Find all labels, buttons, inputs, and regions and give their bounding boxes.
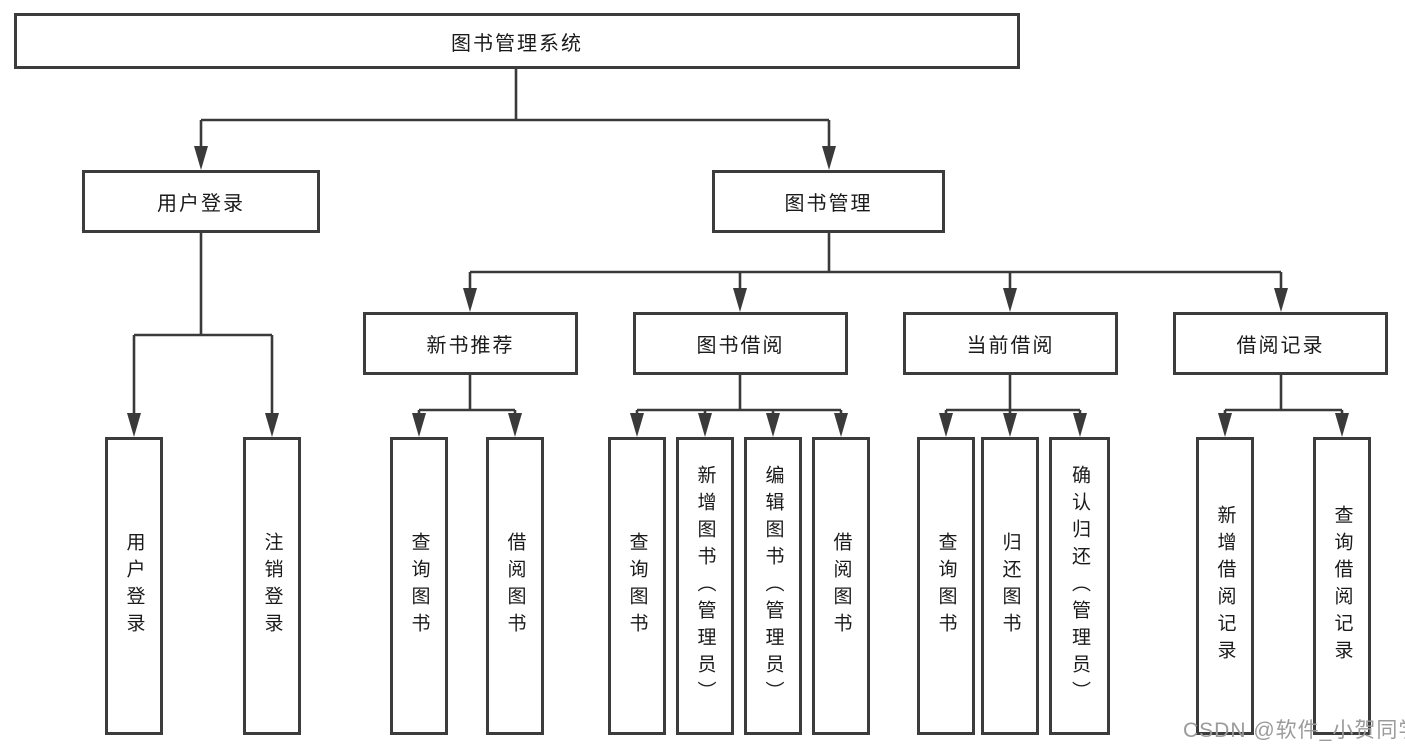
leaf-return-books: 归还图书: [981, 437, 1039, 735]
node-new-book-recommend: 新书推荐: [363, 312, 578, 375]
leaf-edit-books-admin: 编辑图书（管理员）: [744, 437, 802, 735]
leaf-user-login: 用户登录: [105, 437, 163, 735]
leaf-query-borrow-record: 查询借阅记录: [1313, 437, 1371, 735]
node-book-management: 图书管理: [712, 170, 945, 233]
node-borrow-records: 借阅记录: [1173, 312, 1388, 375]
node-user-login: 用户登录: [82, 170, 320, 233]
leaf-query-books-current: 查询图书: [917, 437, 975, 735]
leaf-borrow-books: 借阅图书: [812, 437, 870, 735]
leaf-logout: 注销登录: [243, 437, 301, 735]
csdn-watermark: CSDN @软件_小贺同学: [1183, 719, 1405, 742]
node-root-system: 图书管理系统: [14, 13, 1020, 69]
leaf-query-books-recommend: 查询图书: [390, 437, 448, 735]
leaf-borrow-books-recommend: 借阅图书: [486, 437, 544, 735]
leaf-add-borrow-record: 新增借阅记录: [1196, 437, 1254, 735]
leaf-confirm-return-admin: 确认归还（管理员）: [1049, 437, 1110, 735]
leaf-query-books-borrow: 查询图书: [608, 437, 666, 735]
node-current-borrow: 当前借阅: [903, 312, 1118, 375]
node-book-borrow: 图书借阅: [633, 312, 848, 375]
leaf-add-books-admin: 新增图书（管理员）: [676, 437, 734, 735]
